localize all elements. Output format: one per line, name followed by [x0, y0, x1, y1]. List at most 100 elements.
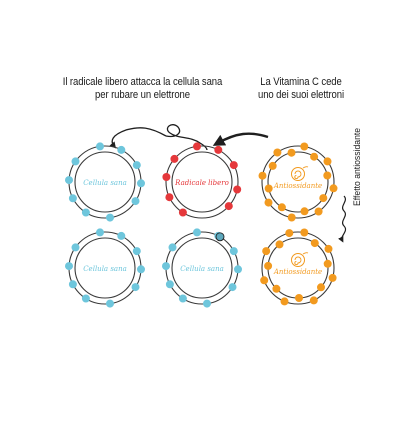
electron	[234, 265, 242, 274]
caption-vitamin-c: La Vitamina C cede uno dei suoi elettron…	[257, 76, 345, 101]
electron	[162, 262, 170, 271]
cell-healthy-bottom: Cellula sana	[65, 228, 145, 308]
electron	[260, 276, 269, 285]
outer-ring	[261, 231, 335, 305]
electron	[275, 240, 284, 249]
electron	[165, 280, 174, 289]
electron	[264, 198, 273, 207]
cell-label: Cellula sana	[180, 265, 224, 273]
electron	[228, 283, 237, 292]
arrow-antioxidant-effect	[337, 195, 347, 243]
electron	[262, 247, 271, 256]
electron	[323, 171, 332, 180]
cell-label: Cellula sana	[83, 179, 127, 187]
cell-antioxidant-top: Antiossidante	[258, 142, 338, 222]
electron	[165, 193, 174, 202]
electron	[131, 197, 140, 206]
electron	[229, 161, 238, 170]
electron	[329, 184, 338, 193]
electron	[193, 142, 201, 151]
arrow-antioxidant-to-radical	[212, 132, 269, 146]
electron	[285, 229, 294, 238]
electron	[300, 207, 309, 216]
cell-radical: Radicale libero	[162, 142, 242, 219]
electron	[295, 294, 303, 302]
arrow-radical-scribble	[165, 124, 208, 151]
electron	[287, 148, 296, 157]
electron	[323, 259, 332, 268]
inner-ring	[171, 151, 233, 213]
electron	[280, 297, 289, 306]
side-label-antioxidant-effect: Effetto antiossidante	[352, 127, 363, 206]
cell-healthy-after: Cellula sana	[162, 228, 242, 308]
electron	[81, 294, 90, 303]
electron	[319, 194, 328, 203]
electron	[258, 171, 267, 180]
electron	[268, 161, 277, 170]
electron	[71, 157, 80, 166]
electron	[314, 207, 323, 216]
electron	[287, 213, 296, 222]
electron	[277, 203, 286, 212]
electron	[81, 208, 90, 217]
cell-label: Radicale libero	[174, 179, 229, 187]
electron	[229, 247, 238, 256]
electron	[106, 299, 114, 308]
cell-label: Cellula sana	[83, 265, 127, 273]
electron	[224, 202, 233, 211]
lemon-swirl-icon	[291, 252, 309, 267]
electron	[96, 228, 104, 237]
electron	[328, 273, 337, 282]
electron	[168, 243, 177, 252]
outer-ring	[165, 145, 239, 219]
electron	[170, 154, 179, 163]
arrow-radical-to-healthy	[109, 127, 167, 149]
electron	[264, 261, 273, 270]
cell-healthy-top: Cellula sana	[65, 142, 145, 222]
cell-label: Antiossidante	[273, 268, 322, 276]
electron	[68, 280, 77, 289]
inner-ring	[171, 237, 233, 299]
electron	[65, 262, 73, 271]
electron	[233, 185, 242, 194]
inner-ring	[74, 237, 136, 299]
electron	[117, 145, 126, 154]
electron	[132, 161, 141, 170]
electron	[117, 231, 126, 240]
electron	[106, 213, 114, 222]
electron	[310, 239, 319, 248]
electron	[309, 296, 318, 305]
cell-antioxidant-bottom: Antiossidante	[260, 228, 337, 306]
electron	[264, 184, 273, 193]
lemon-swirl-icon	[291, 166, 309, 181]
electron	[178, 208, 187, 217]
electron	[96, 142, 104, 151]
electron	[272, 284, 281, 293]
inner-ring	[74, 151, 136, 213]
outer-ring	[261, 145, 335, 219]
cell-label: Antiossidante	[273, 182, 322, 190]
electron	[178, 294, 187, 303]
electron	[71, 243, 80, 252]
electron	[300, 228, 309, 237]
electron	[132, 247, 141, 256]
electron	[324, 244, 333, 253]
electron	[65, 176, 73, 185]
stolen-electron-slot	[215, 232, 225, 242]
electron	[273, 148, 282, 157]
electron	[310, 152, 319, 161]
electron	[162, 173, 171, 181]
electron	[137, 265, 145, 274]
electron	[203, 299, 211, 308]
electron	[323, 157, 332, 166]
electron	[137, 179, 145, 188]
inner-ring	[267, 151, 329, 213]
electron	[214, 145, 223, 154]
electron	[131, 283, 140, 292]
electron	[193, 228, 201, 237]
caption-radical-attack: Il radicale libero attacca la cellula sa…	[62, 76, 223, 101]
electron	[68, 194, 77, 203]
